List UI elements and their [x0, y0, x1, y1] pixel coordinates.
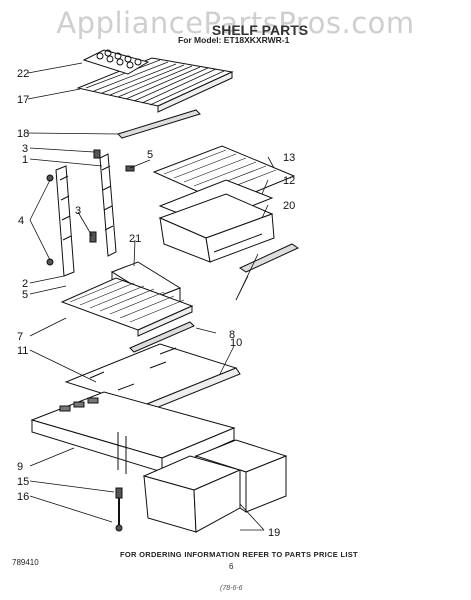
shelf-ladder-right: [89, 149, 135, 257]
callout-2: 2: [22, 278, 28, 290]
callout-11: 11: [17, 345, 28, 357]
shelf-trim-18: [117, 109, 201, 139]
callout-15: 15: [17, 476, 29, 488]
shelf-trim-8: [129, 321, 195, 353]
callout-18: 18: [17, 128, 29, 140]
wire-shelf-top: [76, 57, 234, 113]
leader-lines: [27, 62, 275, 531]
callout-labels: 22 17 18 3 1 5 13 12 20 4 3 21 2 5 7 8 1…: [17, 68, 295, 539]
callout-13: 13: [283, 152, 295, 164]
ordering-note: FOR ORDERING INFORMATION REFER TO PARTS …: [120, 550, 358, 559]
callout-4: 4: [18, 215, 24, 227]
callout-17: 17: [17, 94, 29, 106]
callout-20: 20: [283, 200, 295, 212]
drawer-rail: [238, 243, 300, 273]
callout-3-top: 3: [22, 143, 28, 155]
wire-shelf-7: [60, 277, 194, 337]
callout-5-top: 5: [147, 149, 153, 161]
callout-5-bottom: 5: [22, 289, 28, 301]
callout-8: 8: [229, 329, 235, 341]
crisper-drawers-19: [142, 439, 288, 533]
egg-tray: [82, 49, 150, 75]
callout-9: 9: [17, 461, 23, 473]
document-number: 789410: [12, 558, 39, 567]
callout-22: 22: [17, 68, 29, 80]
callout-7: 7: [17, 331, 23, 343]
roller-bolt: [115, 487, 123, 532]
meat-drawer-20: [158, 193, 275, 263]
callout-16: 16: [17, 491, 29, 503]
page-number: 6: [229, 562, 234, 571]
callout-19: 19: [268, 527, 280, 539]
page-title: SHELF PARTS: [211, 22, 309, 38]
model-line: For Model: ET18XKXRWR-1: [178, 35, 290, 45]
watermark: AppliancePartsPros.com: [56, 6, 415, 40]
callout-3-mid: 3: [75, 205, 81, 217]
revision-mark: (78-6-6: [220, 585, 243, 592]
callout-12: 12: [283, 175, 295, 187]
callout-21: 21: [129, 233, 141, 245]
callout-1: 1: [22, 154, 28, 166]
shelf-ladder-left: [46, 165, 75, 277]
callout-10: 10: [230, 337, 242, 349]
